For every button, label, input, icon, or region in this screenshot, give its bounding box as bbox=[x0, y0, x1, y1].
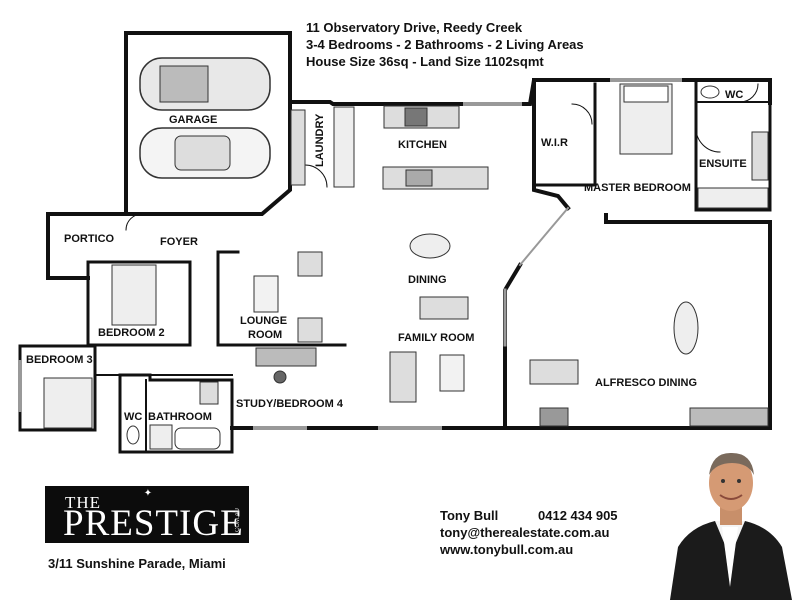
lounge-chair-bottom bbox=[297, 317, 323, 343]
family-sofa bbox=[419, 296, 469, 320]
label-lounge-line1: LOUNGE bbox=[240, 315, 287, 327]
label-garage: GARAGE bbox=[169, 114, 217, 126]
sparkle-icon: ✦ bbox=[143, 488, 153, 499]
ensuite-shower bbox=[697, 187, 769, 209]
laundry-door bbox=[304, 164, 328, 188]
lounge-coffee-table bbox=[253, 275, 279, 313]
bedroom2-bed bbox=[111, 264, 157, 326]
property-specs: 3-4 Bedrooms - 2 Bathrooms - 2 Living Ar… bbox=[306, 37, 584, 52]
family-sofa-side bbox=[389, 351, 417, 403]
wir-wall bbox=[532, 82, 597, 187]
portico-walls bbox=[46, 212, 128, 280]
agent-photo bbox=[670, 452, 792, 600]
laundry-bench bbox=[290, 109, 306, 186]
ensuite-toilet bbox=[700, 85, 720, 99]
label-wc-ensuite: WC bbox=[725, 89, 743, 101]
south-wall bbox=[503, 262, 523, 430]
label-foyer: FOYER bbox=[160, 236, 198, 248]
alfresco-table bbox=[673, 301, 699, 355]
logo-name: PRESTIGE bbox=[63, 503, 244, 544]
cooktop bbox=[404, 107, 428, 127]
label-alfresco: ALFRESCO DINING bbox=[595, 377, 697, 389]
study-desk bbox=[255, 347, 317, 367]
logo-suffix: .COM.AU bbox=[235, 508, 241, 534]
alfresco-bench bbox=[689, 407, 769, 427]
label-family-room: FAMILY ROOM bbox=[398, 332, 474, 344]
label-portico: PORTICO bbox=[64, 233, 115, 245]
kitchen-sink bbox=[405, 169, 433, 187]
label-bathroom: BATHROOM bbox=[148, 411, 212, 423]
dining-table bbox=[409, 233, 451, 259]
ensuite-door bbox=[695, 127, 721, 153]
alfresco-sofa bbox=[529, 359, 579, 385]
bedroom3-bed bbox=[43, 377, 93, 429]
label-lounge-line2: ROOM bbox=[248, 329, 282, 341]
bathroom-vanity bbox=[199, 381, 219, 405]
agent-phone: 0412 434 905 bbox=[538, 508, 618, 523]
wc-door bbox=[739, 83, 759, 103]
kitchen-side-bench bbox=[333, 106, 355, 188]
bedroom2-walls bbox=[86, 260, 192, 347]
label-wir: W.I.R bbox=[541, 137, 568, 149]
bathroom-bath bbox=[174, 427, 221, 450]
master-suite-walls bbox=[532, 78, 571, 211]
label-bedroom2: BEDROOM 2 bbox=[98, 327, 165, 339]
study-chair bbox=[273, 370, 287, 384]
master-pillows bbox=[623, 85, 669, 103]
label-bedroom3: BEDROOM 3 bbox=[26, 354, 93, 366]
wc-toilet bbox=[126, 425, 140, 445]
agent-email[interactable]: tony@therealestate.com.au bbox=[440, 525, 610, 540]
kitchen-top-wall bbox=[288, 78, 772, 106]
ensuite-walls bbox=[694, 78, 772, 212]
wir-door bbox=[571, 103, 593, 125]
label-laundry: LAUNDRY bbox=[314, 113, 326, 167]
kitchen-island bbox=[382, 166, 489, 190]
label-kitchen: KITCHEN bbox=[398, 139, 447, 151]
label-master-bedroom: MASTER BEDROOM bbox=[584, 182, 691, 194]
family-coffee-table bbox=[439, 354, 465, 392]
agent-website[interactable]: www.tonybull.com.au bbox=[440, 542, 574, 557]
logo-the: THE bbox=[65, 493, 102, 512]
office-address: 3/11 Sunshine Parade, Miami bbox=[48, 556, 226, 571]
foyer-door bbox=[125, 213, 143, 231]
curved-glass-wall bbox=[518, 206, 570, 267]
alfresco-walls bbox=[503, 213, 772, 430]
label-study: STUDY/BEDROOM 4 bbox=[236, 398, 344, 410]
alfresco-bbq bbox=[539, 407, 569, 427]
label-ensuite: ENSUITE bbox=[699, 158, 747, 170]
ensuite-vanity bbox=[751, 131, 769, 181]
garage-cars bbox=[139, 57, 271, 179]
lounge-chair-top bbox=[297, 251, 323, 277]
agent-name: Tony Bull bbox=[440, 508, 499, 523]
property-address: 11 Observatory Drive, Reedy Creek bbox=[306, 20, 523, 35]
prestige-logo: THE ✦ PRESTIGE .COM.AU bbox=[45, 486, 249, 544]
label-dining: DINING bbox=[408, 274, 447, 286]
label-wc-main: WC bbox=[124, 411, 142, 423]
bathroom-shower bbox=[149, 424, 173, 450]
lounge-walls bbox=[216, 250, 347, 347]
property-sizes: House Size 36sq - Land Size 1102sqmt bbox=[306, 54, 544, 69]
